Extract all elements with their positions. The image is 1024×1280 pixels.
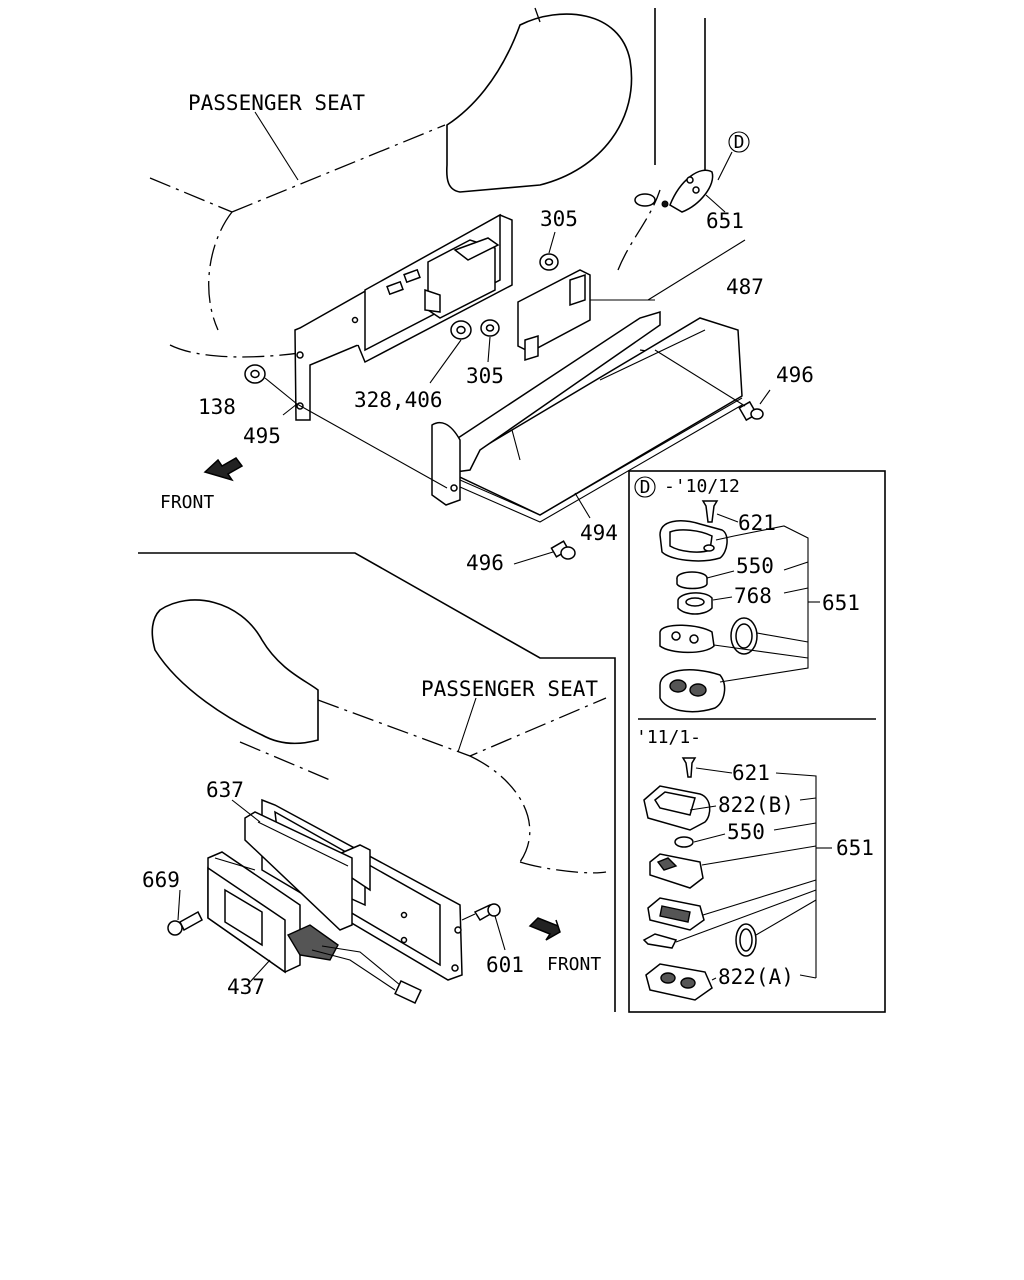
label-496-lower: 496 (466, 551, 504, 575)
label-328-406: 328,406 (354, 388, 443, 412)
inset-11-part-822b: 822(B) (718, 793, 794, 817)
front-arrow-bottom (528, 917, 561, 941)
label-305-lower: 305 (466, 364, 504, 388)
label-front-top: FRONT (160, 492, 214, 513)
inset-d-marker: D (640, 477, 651, 498)
label-651-top: 651 (706, 209, 744, 233)
inset-panel (628, 470, 886, 1013)
passenger-seat-top-outline (149, 7, 739, 365)
bolt-601 (461, 903, 501, 922)
inset-d-assembly-651: 651 (822, 591, 860, 615)
label-494: 494 (580, 521, 618, 545)
label-637: 637 (206, 778, 244, 802)
small-bolts (386, 268, 421, 296)
ecu-box-437 (207, 851, 422, 1004)
bolt-496-right (738, 400, 764, 422)
inset-d-date: -'10/12 (664, 476, 740, 497)
bolt-496-lower (550, 540, 576, 560)
inset-d-part-621: 621 (738, 511, 776, 535)
inset-11-part-550: 550 (727, 820, 765, 844)
inset-11-group: '11/1- 621 (636, 727, 874, 1001)
label-front-bottom: FRONT (547, 954, 601, 975)
label-passenger-seat-bottom: PASSENGER SEAT (421, 677, 598, 701)
inset-d-part-550: 550 (736, 554, 774, 578)
nut-305-upper (539, 253, 559, 271)
nut-328-406 (450, 320, 472, 340)
label-305-upper: 305 (540, 207, 578, 231)
screw-669 (167, 910, 203, 936)
label-669: 669 (142, 868, 180, 892)
receiver-module-487 (517, 269, 591, 362)
label-138: 138 (198, 395, 236, 419)
label-496-right: 496 (776, 363, 814, 387)
inset-d-part-768: 768 (734, 584, 772, 608)
passenger-seat-bottom-outline (151, 599, 607, 874)
label-487: 487 (726, 275, 764, 299)
key-fob-top (634, 169, 714, 213)
control-unit (424, 237, 500, 319)
storage-box-494 (431, 310, 743, 523)
inset-d-group: D -'10/12 621 550 (634, 476, 860, 713)
inset-11-date: '11/1- (636, 727, 701, 748)
nut-138 (244, 364, 266, 384)
label-495: 495 (243, 424, 281, 448)
callout-d-marker: D (734, 132, 745, 153)
label-437: 437 (227, 975, 265, 999)
inset-11-part-822a: 822(A) (718, 965, 794, 989)
front-arrow-top (203, 457, 244, 482)
label-601: 601 (486, 953, 524, 977)
cover-637 (244, 811, 353, 931)
label-passenger-seat-top: PASSENGER SEAT (188, 91, 365, 115)
inset-11-part-621: 621 (732, 761, 770, 785)
nut-305-lower (480, 319, 500, 337)
inset-11-assembly-651: 651 (836, 836, 874, 860)
